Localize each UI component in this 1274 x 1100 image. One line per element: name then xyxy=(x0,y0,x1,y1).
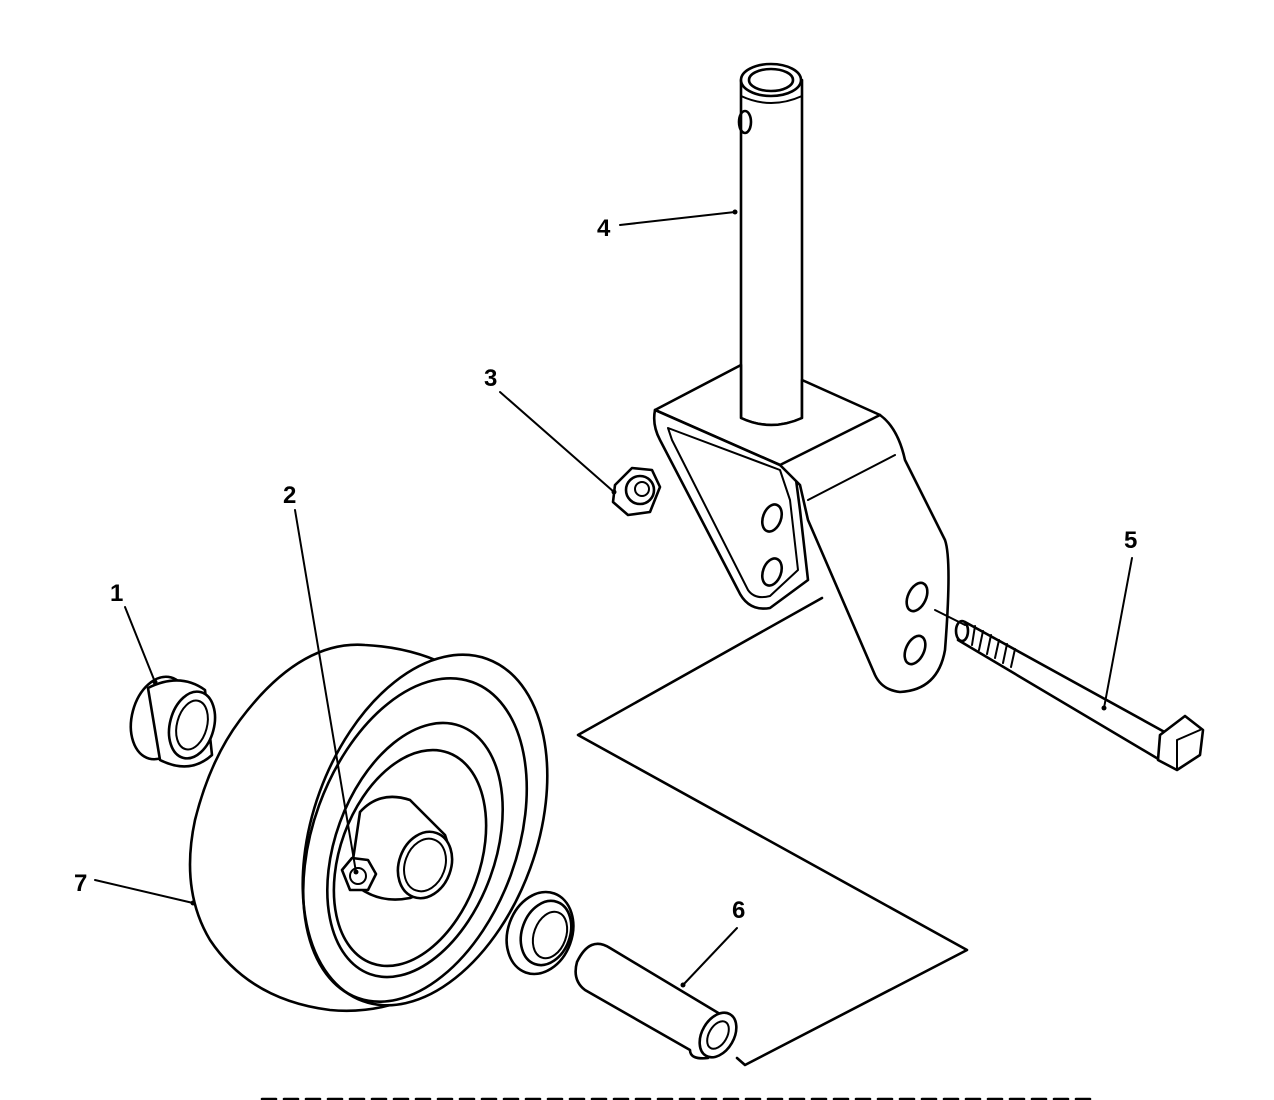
callout-4: 4 xyxy=(597,215,611,242)
leader-3 xyxy=(499,391,615,493)
callout-5: 5 xyxy=(1124,527,1137,554)
part-3-hex-nut xyxy=(611,466,662,517)
part-5-bolt xyxy=(954,619,1205,772)
part-4-pivot-shaft xyxy=(737,62,804,427)
part-1-flange-bushing-right xyxy=(505,890,575,976)
callout-1: 1 xyxy=(110,580,123,607)
callout-7: 7 xyxy=(74,870,87,897)
part-7-wheel xyxy=(188,643,549,1013)
leader-7 xyxy=(94,879,194,904)
callout-2: 2 xyxy=(283,482,296,509)
part-1-flange-bushing xyxy=(129,675,217,768)
assembly-guide-lines xyxy=(576,596,969,1067)
callout-6: 6 xyxy=(732,897,745,924)
leader-4 xyxy=(619,211,736,226)
callout-3: 3 xyxy=(484,365,497,392)
part-6-spacer-tube xyxy=(574,942,738,1060)
part-4-fork-bracket xyxy=(652,363,950,694)
part-2-grease-fitting xyxy=(340,856,378,892)
leader-2 xyxy=(294,509,357,873)
leader-6 xyxy=(682,927,738,986)
callout-labels: 1 2 3 4 5 6 7 xyxy=(74,215,1137,924)
callout-leaders xyxy=(94,209,1133,988)
leader-1 xyxy=(124,606,156,683)
leader-5 xyxy=(1103,557,1133,709)
